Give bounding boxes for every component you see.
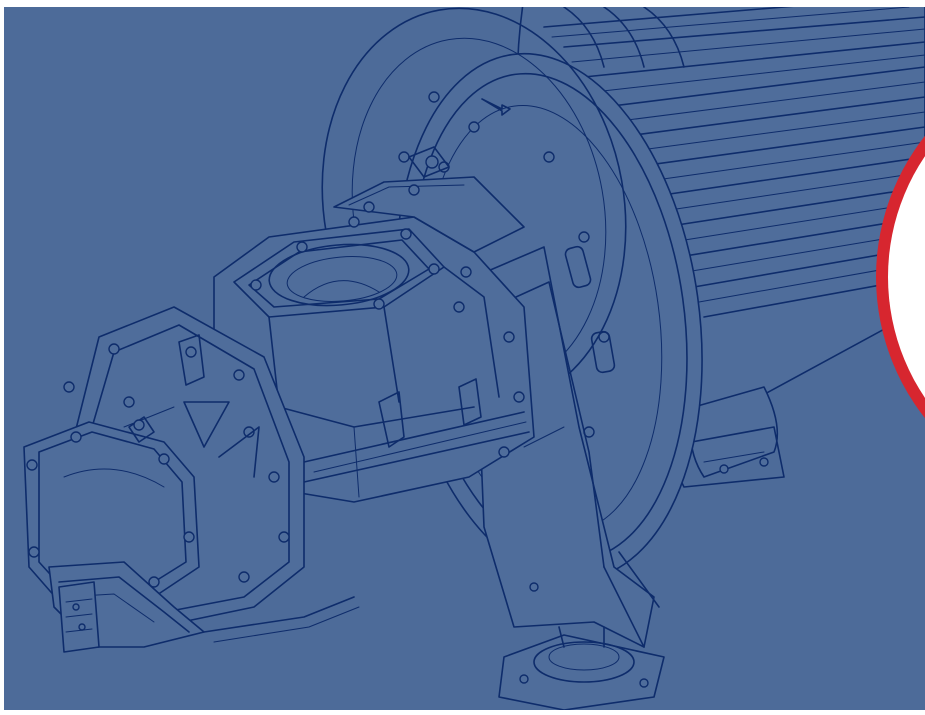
compressor-line-drawing (23, 7, 925, 710)
drawing-panel (4, 7, 925, 710)
callout-circle (876, 135, 925, 419)
compressor-end-cover (23, 306, 360, 653)
